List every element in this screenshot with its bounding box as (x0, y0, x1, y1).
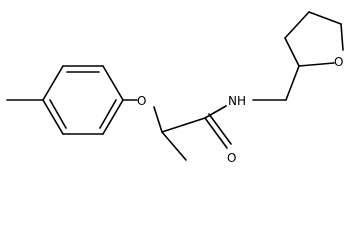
molecule-structure: O O NH O (6, 11, 344, 165)
bond-thf-3 (308, 11, 342, 25)
carbonyl-oxygen-label: O (227, 151, 236, 165)
bond-ring-6 (42, 99, 64, 135)
bond-thf-5 (298, 62, 335, 67)
bond-alpha-methyl (161, 131, 187, 161)
bond-ring-1 (42, 65, 64, 101)
bond-thf-1 (284, 37, 300, 67)
benzene-ring (42, 65, 124, 135)
bond-thf-2 (284, 11, 310, 39)
bond-ring-double-2 (99, 99, 117, 129)
tetrahydrofuran-ring (284, 11, 344, 67)
bond-alpha-carbonyl (161, 117, 206, 133)
bond-ring-3 (102, 65, 124, 101)
ring-oxygen-label: O (334, 55, 343, 69)
bond-carbonyl-double-1 (204, 117, 228, 149)
bond-ring-4 (102, 99, 124, 135)
amide-nitrogen-label: NH (228, 94, 246, 108)
bond-oxygen-alpha-carbon (153, 106, 163, 133)
bond-carbonyl-double-2 (208, 113, 232, 145)
bond-methylene-ring (285, 65, 300, 101)
bond-thf-4 (340, 23, 344, 51)
bond-ring-double-3 (49, 99, 67, 129)
bond-carbonyl-nitrogen (204, 105, 227, 119)
ether-oxygen-label: O (137, 94, 146, 108)
